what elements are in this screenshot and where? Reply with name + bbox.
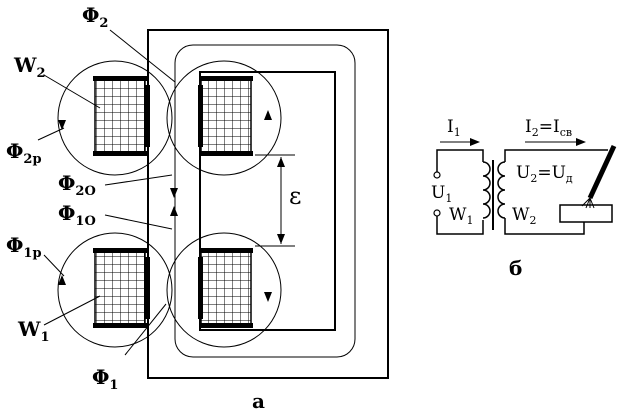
label-i1: I1: [447, 117, 461, 139]
label-phi1: Φ1: [92, 365, 118, 393]
coil-w2: [93, 76, 253, 156]
arrow-down-icon: [58, 275, 66, 285]
arrow-down-icon: [170, 188, 178, 198]
core-outer-frame: [147, 29, 389, 379]
figure-a-caption: а: [252, 389, 265, 411]
label-phi20: Φ2O: [58, 171, 96, 199]
terminal: [433, 171, 441, 179]
arrow-up-icon: [264, 292, 272, 302]
circuit-b: [436, 138, 617, 235]
arrow-up-icon: [170, 206, 178, 216]
coil-w1-right-winding: [200, 249, 252, 327]
coil-w1: [93, 248, 253, 328]
primary-winding-icon: [482, 161, 491, 219]
workpiece: [559, 204, 613, 223]
label-w2: W2: [13, 53, 46, 81]
gap-label: ε: [289, 182, 301, 210]
label-u2: U2=Uд: [516, 163, 573, 185]
leakage-flux-loops: [57, 60, 282, 348]
coil-w2-left-winding: [94, 77, 146, 155]
flux-path-loop: [174, 44, 356, 358]
electrode: [587, 144, 617, 200]
figure-a-labels: Φ2 W2 Φ2р Φ2O Φ1O Φ1р W1 Φ1 а: [6, 3, 265, 411]
leader-lines: [37, 29, 176, 356]
arrow-down-icon: [264, 110, 272, 120]
label-w2-b: W2: [512, 205, 536, 227]
figure-b-caption: б: [509, 256, 522, 280]
label-phi2: Φ2: [82, 3, 108, 31]
label-w1: W1: [17, 317, 50, 345]
flux-loop-phi2p: [57, 60, 173, 176]
coil-w1-left-winding: [94, 249, 146, 327]
flux-loop-phi1-right: [166, 232, 282, 348]
figure-b-labels: I1 I2=Iсв U1 W1 U2=Uд W2 б: [431, 117, 573, 280]
label-i2: I2=Iсв: [525, 117, 572, 139]
flux-loop-phi1p: [57, 232, 173, 348]
flux-loop-phi2-right: [166, 60, 282, 176]
coil-w2-right-winding: [200, 77, 252, 155]
gap-dimension: ε: [255, 154, 301, 247]
leg-flux-arrows: [170, 188, 178, 216]
label-phi2p: Φ2р: [6, 139, 42, 167]
label-w1-b: W1: [449, 205, 473, 227]
label-u1: U1: [431, 183, 452, 205]
terminal: [433, 209, 441, 217]
label-phi10: Φ1O: [58, 201, 96, 229]
secondary-winding-icon: [497, 161, 506, 219]
label-phi1p: Φ1р: [6, 233, 42, 261]
arrow-up-icon: [58, 120, 66, 130]
